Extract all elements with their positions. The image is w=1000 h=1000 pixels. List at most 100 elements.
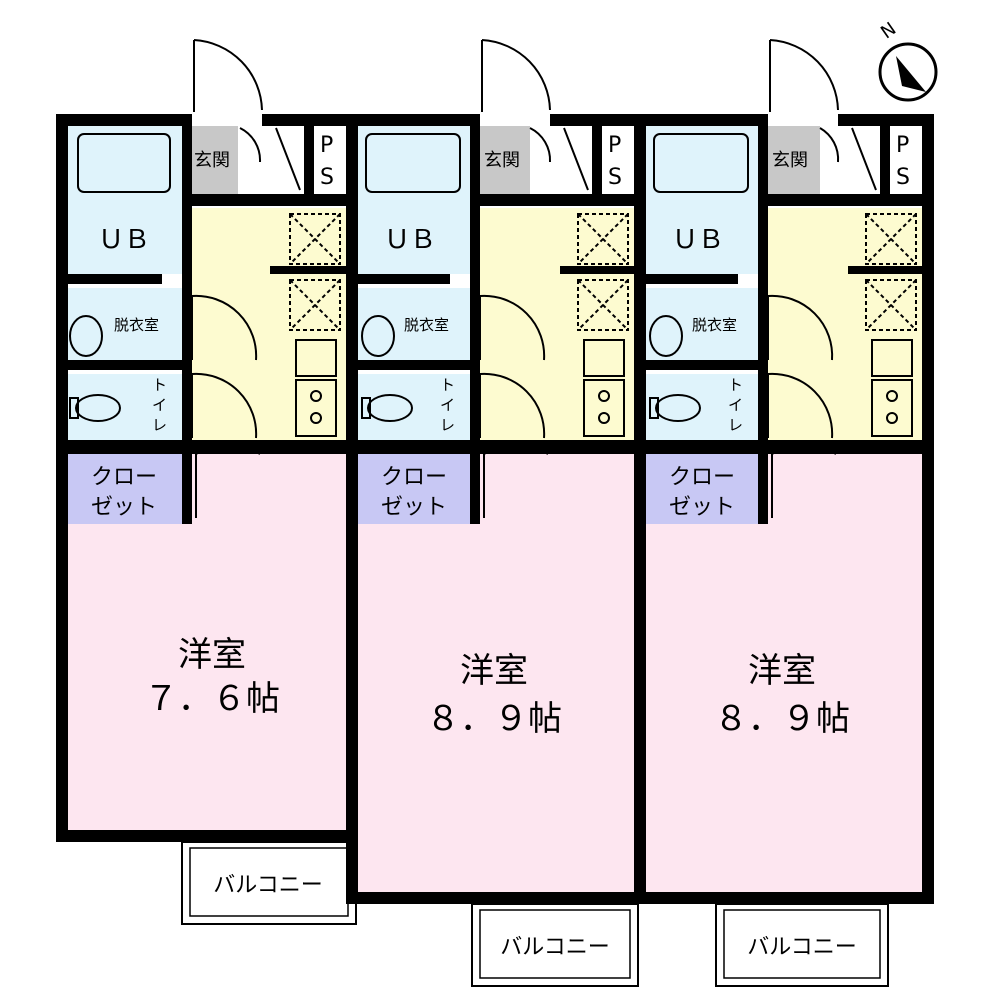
room-size-label: ８．９帖 [714,699,850,739]
toilet-label-2: イ [728,396,743,414]
entrance-label: 玄関 [484,150,520,171]
unit-1: 玄関 P S ＵＢ 脱衣室 ト イ レ クロー ゼット 洋室 ７．６帖 バルコニ… [56,39,358,925]
closet-label-1: クロー [381,465,447,490]
toilet-tank-icon [361,397,371,419]
unit-2: 玄関 P S ＵＢ 脱衣室 ト イ レ クロー ゼット 洋室 ８．９帖 バルコニ… [346,39,646,987]
unit-bath-label: ＵＢ [384,225,436,255]
stove-icon [583,379,625,437]
dressing-room-label: 脱衣室 [404,316,449,334]
corridor-area [478,208,634,440]
dressing-room-label: 脱衣室 [692,316,737,334]
washbasin-icon [361,315,395,357]
burner-icon [310,412,322,424]
toilet-label-3: レ [152,416,167,434]
toilet-area [66,374,182,440]
closet-area [358,454,470,524]
closet-label-1: クロー [669,465,735,490]
toilet-label-3: レ [440,416,455,434]
balcony-outline [715,903,889,987]
ps-label-s: S [896,165,910,190]
balcony-inner [189,847,349,917]
ps-label-s: S [320,165,334,190]
walls [634,114,934,904]
toilet-icon [367,394,413,422]
bathtub-icon [365,133,461,193]
closet-label-1: クロー [91,465,157,490]
burner-icon [886,390,898,402]
entrance-area [190,126,238,194]
toilet-icon [75,394,121,422]
sink-icon [871,339,913,377]
toilet-label-1: ト [152,376,167,394]
balcony-inner [479,909,631,979]
unit-bath-label: ＵＢ [672,225,724,255]
room-area [646,454,922,894]
toilet-label-2: イ [152,396,167,414]
burner-icon [310,390,322,402]
ps-label-p: P [896,133,909,158]
window-marks [59,724,931,748]
toilet-tank-icon [649,397,659,419]
room-name-label: 洋室 [460,651,528,691]
closet-area [646,454,758,524]
stove-icon [295,379,337,437]
balcony-label: バルコニー [500,935,610,960]
closet-area [66,454,182,524]
toilet-label-2: イ [440,396,455,414]
unit-bath-area [646,126,758,274]
room-name-label: 洋室 [178,635,246,675]
balcony-label: バルコニー [213,873,323,898]
door-swings [479,39,589,518]
bathtub-icon [77,133,171,193]
unit-bath-area [66,126,182,274]
compass: N [877,18,938,102]
toilet-area [358,374,470,440]
walls [56,114,358,904]
unit-bath-area [358,126,470,274]
toilet-area [646,374,758,440]
entrance-area [478,126,530,194]
balcony-outline [181,841,357,925]
burner-icon [598,412,610,424]
unit-bath-label: ＵＢ [98,225,150,255]
dressing-room-label: 脱衣室 [114,316,159,334]
entrance-label: 玄関 [772,150,808,171]
dressing-room-area [66,288,182,360]
entrance-area [766,126,820,194]
toilet-label-1: ト [728,376,743,394]
storage-shelf-icon [865,213,917,331]
toilet-icon [655,394,701,422]
unit-3: 玄関 P S ＵＢ 脱衣室 ト イ レ クロー ゼット 洋室 ８．９帖 バルコニ… [634,39,934,987]
closet-label-2: ゼット [669,495,735,520]
toilet-tank-icon [69,397,79,419]
dressing-room-area [358,288,470,360]
ps-label-p: P [320,133,333,158]
balcony-outline [471,903,639,987]
storage-shelf-icon [289,213,341,331]
burner-icon [598,390,610,402]
toilet-label-3: レ [728,416,743,434]
entrance-label: 玄関 [194,150,230,171]
north-arrow-icon [896,56,926,92]
stove-icon [871,379,913,437]
dressing-room-area [646,288,758,360]
bathtub-icon [653,133,749,193]
compass-north-label: N [877,18,900,43]
ps-label-s: S [608,165,622,190]
sink-icon [583,339,625,377]
toilet-label-1: ト [440,376,455,394]
ps-label-p: P [608,133,621,158]
room-name-label: 洋室 [748,651,816,691]
room-size-label: ７．６帖 [144,679,280,719]
door-swings [191,39,301,518]
washbasin-icon [69,315,103,357]
closet-label-2: ゼット [381,495,447,520]
corridor-area [190,208,346,440]
door-swings [767,39,877,518]
room-size-label: ８．９帖 [426,699,562,739]
storage-shelf-icon [577,213,629,331]
room-area [358,454,634,894]
closet-label-2: ゼット [91,495,157,520]
burner-icon [886,412,898,424]
